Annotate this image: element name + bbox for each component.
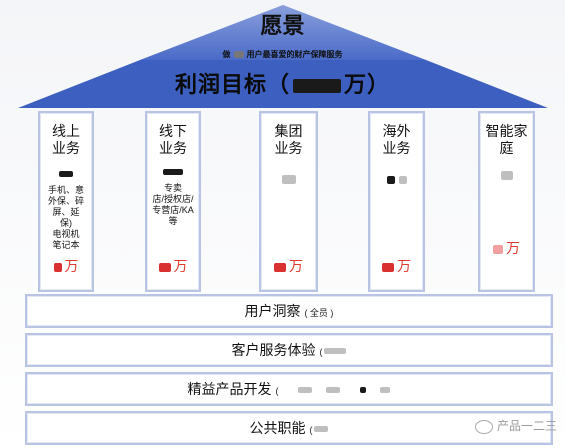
pillar-smart-home: 智能家 庭 万 [478,111,535,292]
layer-label: 精益产品开发 [187,381,272,397]
layer-note: ( [275,386,279,396]
redacted-mark [380,387,391,394]
redacted-mark [293,79,341,94]
vision-subtitle: 做 用户最喜爱的财产保障服务 [0,49,565,60]
profit-target-label: 利润目标（ [174,72,290,97]
layer-note: ( [309,425,313,435]
pillar-group-business: 集团 业务 万 [259,111,318,292]
layer-public-functions: 公共职能 ( [25,411,553,445]
pillar-name: 海外 业务 [382,123,411,156]
redacted-line [370,171,423,189]
roof-top-highlight [140,5,426,60]
pillar-offline-business: 线下 业务 专卖 店/授权店/ 专营店/KA 等 万 [145,111,201,292]
layer-note: ( 全员 ) [304,308,334,318]
redacted-line [40,165,92,183]
redacted-line [261,171,316,189]
layer-label: 公共职能 [249,420,306,436]
redacted-line [480,167,533,185]
layer-label: 客户服务体验 [231,342,316,358]
vision-title: 愿景 [260,13,305,38]
layer-note: ( [319,347,323,357]
redacted-mark [324,348,347,355]
layer-lean-product: 精益产品开发 ( [25,372,553,406]
redacted-mark [233,51,244,59]
pillar-name: 集团 业务 [274,123,303,156]
pillar-target: 万 [40,256,92,276]
layer-customer-service: 客户服务体验 ( [25,333,553,367]
pillar-name: 智能家 庭 [485,123,528,156]
redacted-mark [314,426,329,433]
vision-subtitle-text: 用户最喜爱的财产保障服务 [246,50,343,59]
pillar-target: 万 [370,256,423,276]
profit-target-suffix: 万） [344,72,391,97]
pillar-name: 线上 业务 [52,123,80,156]
redacted-mark [360,387,367,394]
pillar-description: 专卖 店/授权店/ 专营店/KA 等 [152,183,194,226]
vision-subtitle-prefix: 做 [222,50,231,59]
layer-label: 用户洞察 [244,303,301,319]
redacted-line [147,163,199,181]
pillar-target: 万 [147,256,199,276]
watermark: 产品一二三 [474,417,557,434]
layer-user-insight: 用户洞察 ( 全员 ) [25,294,553,328]
roof [18,5,548,108]
roof-band [18,60,548,108]
pillar-name: 线下 业务 [159,123,187,156]
pillar-online-business: 线上 业务 手机、意 外保、碎 屏、延 保) 电视机 笔记本 万 [38,111,94,292]
wechat-icon [474,419,493,434]
redacted-mark [326,387,341,394]
redacted-mark [298,387,313,394]
profit-target-title: 利润目标（ 万） [0,67,565,99]
pillar-description: 手机、意 外保、碎 屏、延 保) 电视机 笔记本 [47,185,84,250]
pillar-target: 万 [480,238,533,258]
pillar-overseas-business: 海外 业务 万 [368,111,425,292]
pillar-target: 万 [261,256,316,276]
